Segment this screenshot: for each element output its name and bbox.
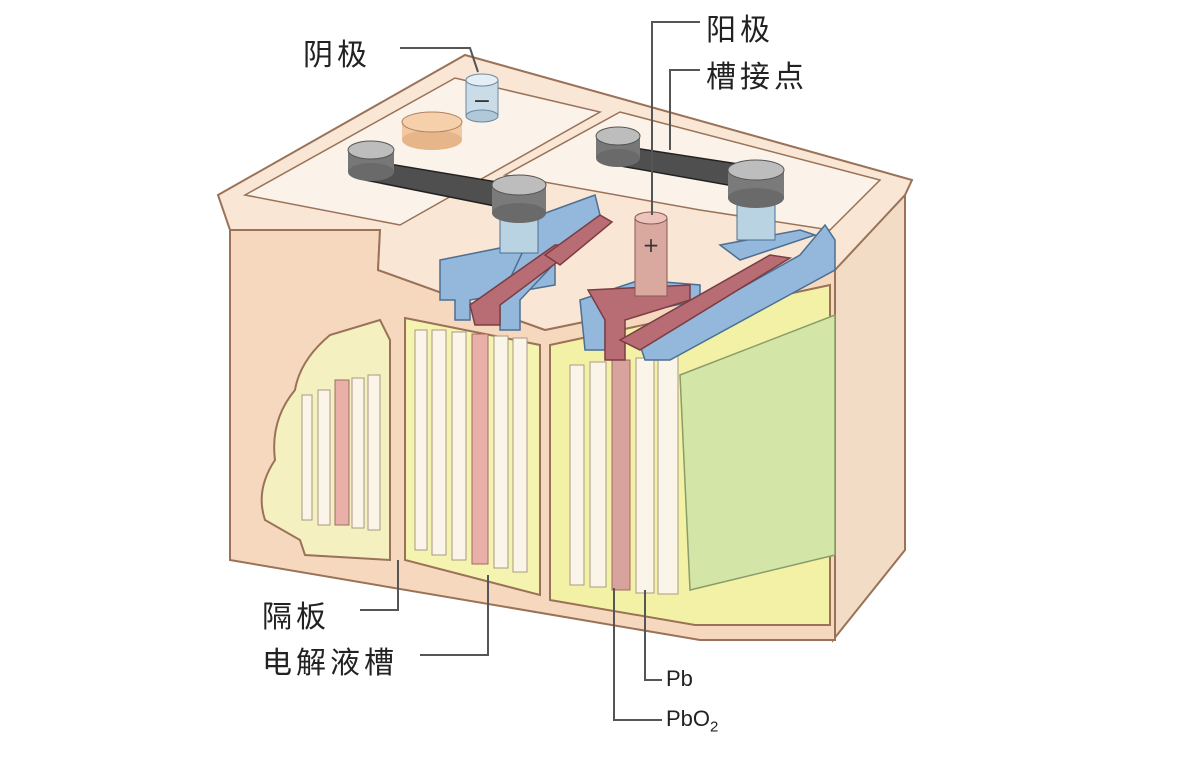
leader-cathode xyxy=(400,47,479,73)
leader-lines xyxy=(360,21,700,721)
label-pbo2-subscript: 2 xyxy=(710,718,719,736)
leader-connector xyxy=(669,69,700,150)
label-cathode: 阴极 xyxy=(303,38,371,73)
label-pb: Pb xyxy=(666,666,693,691)
plate-straps-right xyxy=(579,223,836,361)
positive-sign: + xyxy=(643,233,660,257)
leader-pb xyxy=(644,590,662,681)
label-pbo2: PbO2 xyxy=(666,706,718,735)
connector-post-right-a xyxy=(595,126,641,167)
label-anode: 阳极 xyxy=(706,13,774,48)
leader-electrolyte xyxy=(420,575,489,656)
plate-block-front xyxy=(679,313,836,591)
vent-cap xyxy=(401,111,463,150)
leader-pbo2 xyxy=(613,588,662,721)
leader-anode xyxy=(651,21,700,215)
negative-terminal xyxy=(465,73,499,123)
connector-post-left-b xyxy=(491,174,547,254)
label-separator: 隔板 xyxy=(262,600,330,635)
leader-separator xyxy=(360,560,399,611)
label-electrolyte-tank: 电解液槽 xyxy=(262,646,398,681)
negative-sign: − xyxy=(473,89,491,114)
plates-right-cell xyxy=(569,355,679,595)
label-cell-connector: 槽接点 xyxy=(706,60,808,95)
connector-post-right-b xyxy=(727,159,785,241)
connector-post-left-a xyxy=(347,140,395,181)
label-pbo2-base: PbO xyxy=(666,706,711,731)
plate-straps-middle xyxy=(439,194,614,331)
plates-left-cell xyxy=(301,374,381,531)
plates-middle-cell xyxy=(414,329,528,573)
lid-panel-left xyxy=(242,77,603,226)
